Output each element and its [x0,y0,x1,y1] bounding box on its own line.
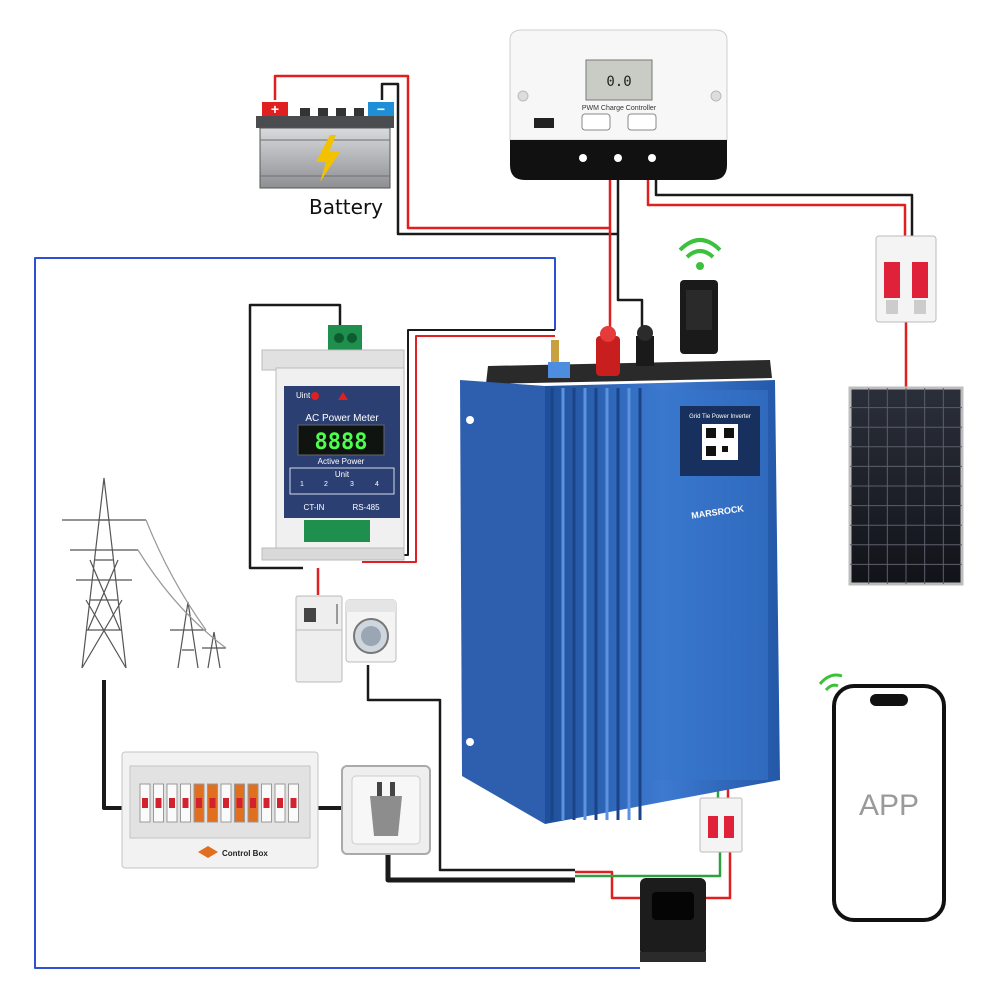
meter-reading: 8888 [315,430,368,455]
breaker-toggle [250,798,256,808]
negative-terminal [636,336,654,366]
control-box: Control Box [121,751,319,869]
ac-output-red [575,870,640,900]
wifi-module [678,238,722,354]
meter-to-inverter-red [362,335,555,563]
ac-output-green [575,850,722,878]
wall-socket [341,765,431,855]
solar-panel [848,386,964,586]
meter-terminal-3: 3 [350,481,354,488]
pwm-charge-controller: 0.0 PWM Charge Controller [509,29,728,180]
meter-subtitle: Active Power [318,457,365,466]
meter-terminal-2: 2 [324,481,328,488]
breaker-toggle [236,798,243,808]
ac-breaker [699,797,743,853]
meter-uint-label: Uint [296,391,311,400]
washing-machine [345,599,397,663]
smartphone: APP [818,673,946,922]
breaker-row [139,783,299,823]
ac-power-meter: Uint AC Power Meter 8888 Active Power Un… [261,325,405,561]
refrigerator [295,595,343,683]
controller-button-right[interactable] [627,113,657,131]
pwm-controller-label: PWM Charge Controller [582,105,657,112]
brand-logo-icon [198,846,218,858]
antenna-connector [551,340,559,370]
controller-to-inverter-black [616,178,644,330]
meter-terminal-4: 4 [375,481,379,488]
battery-positive-wire [273,74,610,230]
solar-breaker [875,235,937,323]
breaker-toggle [182,798,189,808]
breaker-toggle [290,798,297,808]
wires [34,74,914,969]
positive-terminal [596,336,620,376]
breaker-toggle [223,798,229,808]
wifi-icon [678,238,722,252]
plug-cable [385,848,575,883]
plug-icon [370,796,402,836]
battery: + − Battery [256,101,394,219]
meter-top-black-wire [248,303,342,570]
pwm-display-reading: 0.0 [606,74,631,90]
breaker-toggle [142,798,148,808]
blue-communication-wire [34,257,640,969]
meter-rs485-label: RS-485 [352,503,380,512]
battery-plus-label: + [271,101,279,117]
controller-to-solar-red [646,178,907,240]
grid-line-wire [102,680,128,810]
breaker-toggle [277,798,283,808]
ct-clamp [640,878,706,962]
breaker-toggle [209,798,216,808]
inverter-title-label: Grid Tie Power Inverter [689,414,751,420]
breaker-toggle [155,798,162,808]
controller-to-solar-black [654,178,914,240]
controller-button-left[interactable] [581,113,611,131]
breaker-toggle [263,798,270,808]
breaker-toggle [169,798,175,808]
phone-wifi-icon [818,673,843,685]
battery-negative-wire [380,82,618,236]
meter-unit-label: Unit [335,470,350,479]
lightning-icon [316,135,340,182]
grid-tie-inverter: Grid Tie Power Inverter MARSROCK [460,325,780,824]
battery-minus-label: − [377,101,385,117]
control-box-label: Control Box [222,849,268,858]
appliance-wire [366,665,575,872]
breaker-toggle [196,798,202,808]
ct-red-wire [705,850,732,900]
meter-terminal-1: 1 [300,481,304,488]
power-tower-icon [62,477,227,669]
meter-title: AC Power Meter [305,413,379,424]
meter-ct-in-label: CT-IN [304,503,325,512]
app-label: APP [859,789,919,822]
battery-label: Battery [309,195,383,219]
heatsink-fins [550,388,642,820]
usb-port [534,118,554,128]
